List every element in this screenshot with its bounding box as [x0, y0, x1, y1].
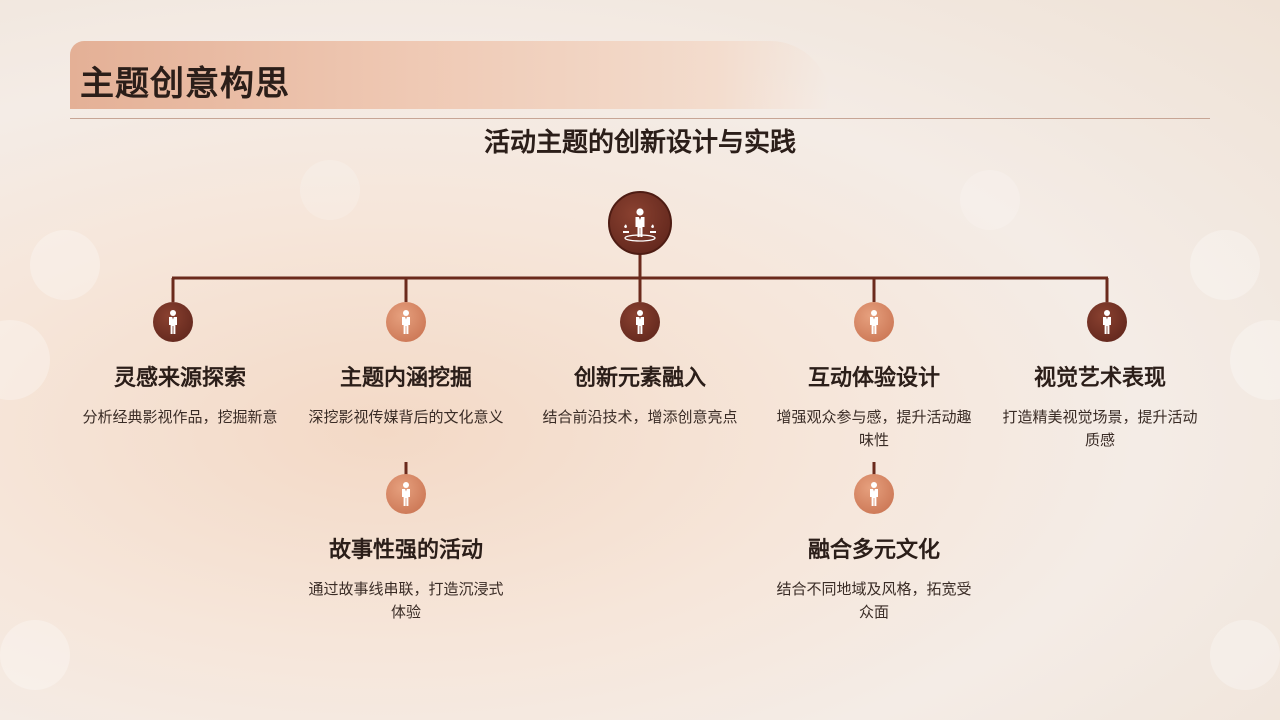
node-storytelling: 故事性强的活动 通过故事线串联，打造沉浸式体验: [306, 532, 506, 624]
node-description: 分析经典影视作品，挖掘新意: [82, 408, 278, 426]
person-icon: [1087, 302, 1127, 342]
node-description: 结合前沿技术，增添创意亮点: [542, 408, 738, 426]
node-description: 深挖影视传媒背后的文化意义: [308, 408, 504, 426]
person-icon: [854, 302, 894, 342]
person-icon: [620, 302, 660, 342]
title-banner: [70, 41, 830, 109]
node-inspiration: 灵感来源探索 分析经典影视作品，挖掘新意: [80, 360, 280, 429]
person-icon: [386, 474, 426, 514]
diagram-subtitle: 活动主题的创新设计与实践: [483, 128, 796, 158]
node-innovation: 创新元素融入 结合前沿技术，增添创意亮点: [540, 360, 740, 429]
node-visual-art: 视觉艺术表现 打造精美视觉场景，提升活动质感: [1000, 360, 1200, 452]
person-icon: [386, 302, 426, 342]
person-with-awards-icon: [608, 191, 672, 255]
background-bokeh: [1210, 620, 1280, 690]
node-theme-meaning: 主题内涵挖掘 深挖影视传媒背后的文化意义: [306, 360, 506, 429]
node-title: 融合多元文化: [807, 538, 940, 563]
node-interaction: 互动体验设计 增强观众参与感，提升活动趣味性: [774, 360, 974, 452]
node-description: 增强观众参与感，提升活动趣味性: [776, 408, 972, 449]
node-title: 创新元素融入: [573, 366, 706, 391]
page-title: 主题创意构思: [80, 64, 290, 104]
background-bokeh: [0, 620, 70, 690]
header-divider: [70, 118, 1210, 119]
node-description: 打造精美视觉场景，提升活动质感: [1002, 408, 1198, 449]
node-title: 故事性强的活动: [328, 538, 483, 563]
node-description: 结合不同地域及风格，拓宽受众面: [776, 580, 972, 621]
background-bokeh: [960, 170, 1020, 230]
node-description: 通过故事线串联，打造沉浸式体验: [308, 580, 504, 621]
node-multicultural: 融合多元文化 结合不同地域及风格，拓宽受众面: [774, 532, 974, 624]
person-icon: [153, 302, 193, 342]
node-title: 视觉艺术表现: [1033, 366, 1166, 391]
background-bokeh: [1190, 230, 1260, 300]
person-icon: [854, 474, 894, 514]
node-title: 灵感来源探索: [113, 366, 246, 391]
background-bokeh: [30, 230, 100, 300]
node-title: 主题内涵挖掘: [339, 366, 472, 391]
background-bokeh: [300, 160, 360, 220]
node-title: 互动体验设计: [807, 366, 940, 391]
